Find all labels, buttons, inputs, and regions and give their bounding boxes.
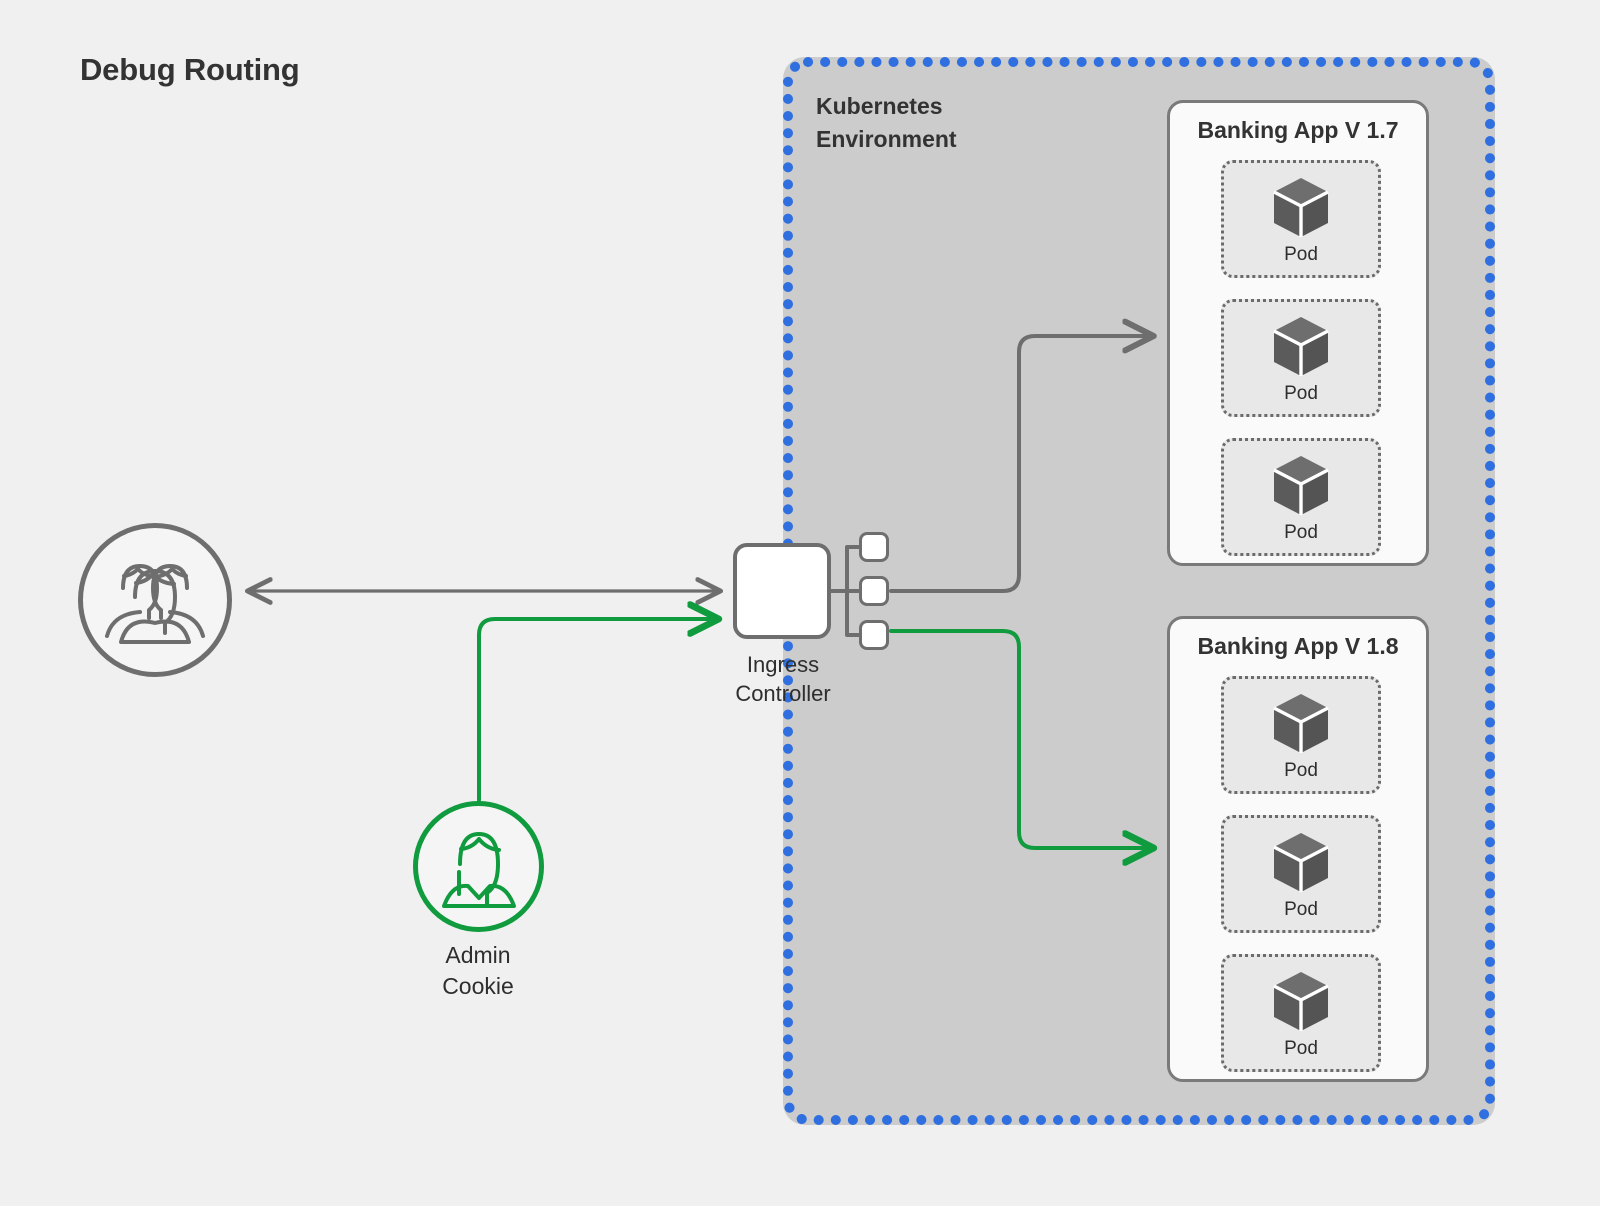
ingress-port-top[interactable] — [859, 532, 889, 562]
cube-icon — [1270, 691, 1332, 762]
connector-admin-ingress — [477, 619, 718, 802]
pod-box[interactable]: Pod — [1221, 438, 1381, 556]
kubernetes-environment-label: Kubernetes Environment — [816, 93, 957, 152]
cube-icon — [1270, 969, 1332, 1040]
app-card-title: Banking App V 1.7 — [1197, 117, 1399, 143]
cube-icon — [1270, 314, 1332, 385]
ingress-port-bottom[interactable] — [859, 620, 889, 650]
pod-label: Pod — [1284, 244, 1318, 265]
cube-icon — [1270, 453, 1332, 524]
pod-label: Pod — [1284, 899, 1318, 920]
admin-actor[interactable] — [413, 801, 544, 932]
pod-box[interactable]: Pod — [1221, 160, 1381, 278]
app-card-banking-v18[interactable]: Banking App V 1.8 Pod — [1167, 616, 1429, 1082]
ingress-controller-label: Ingress Controller — [735, 652, 831, 707]
pod-label: Pod — [1284, 522, 1318, 543]
cube-icon — [1270, 175, 1332, 246]
ingress-controller-box[interactable] — [733, 543, 831, 639]
users-group-icon — [105, 564, 205, 644]
pod-box[interactable]: Pod — [1221, 676, 1381, 794]
ingress-port-middle[interactable] — [859, 576, 889, 606]
pod-box[interactable]: Pod — [1221, 299, 1381, 417]
user-single-icon — [442, 832, 516, 908]
pod-box[interactable]: Pod — [1221, 954, 1381, 1072]
page-title: Debug Routing — [80, 52, 300, 87]
pod-label: Pod — [1284, 383, 1318, 404]
pod-label: Pod — [1284, 760, 1318, 781]
admin-actor-label: Admin Cookie — [442, 942, 514, 999]
cube-icon — [1270, 830, 1332, 901]
pod-box[interactable]: Pod — [1221, 815, 1381, 933]
pod-label: Pod — [1284, 1038, 1318, 1059]
app-card-title: Banking App V 1.8 — [1197, 633, 1399, 659]
app-card-banking-v17[interactable]: Banking App V 1.7 Pod — [1167, 100, 1429, 566]
users-actor[interactable] — [78, 523, 232, 677]
